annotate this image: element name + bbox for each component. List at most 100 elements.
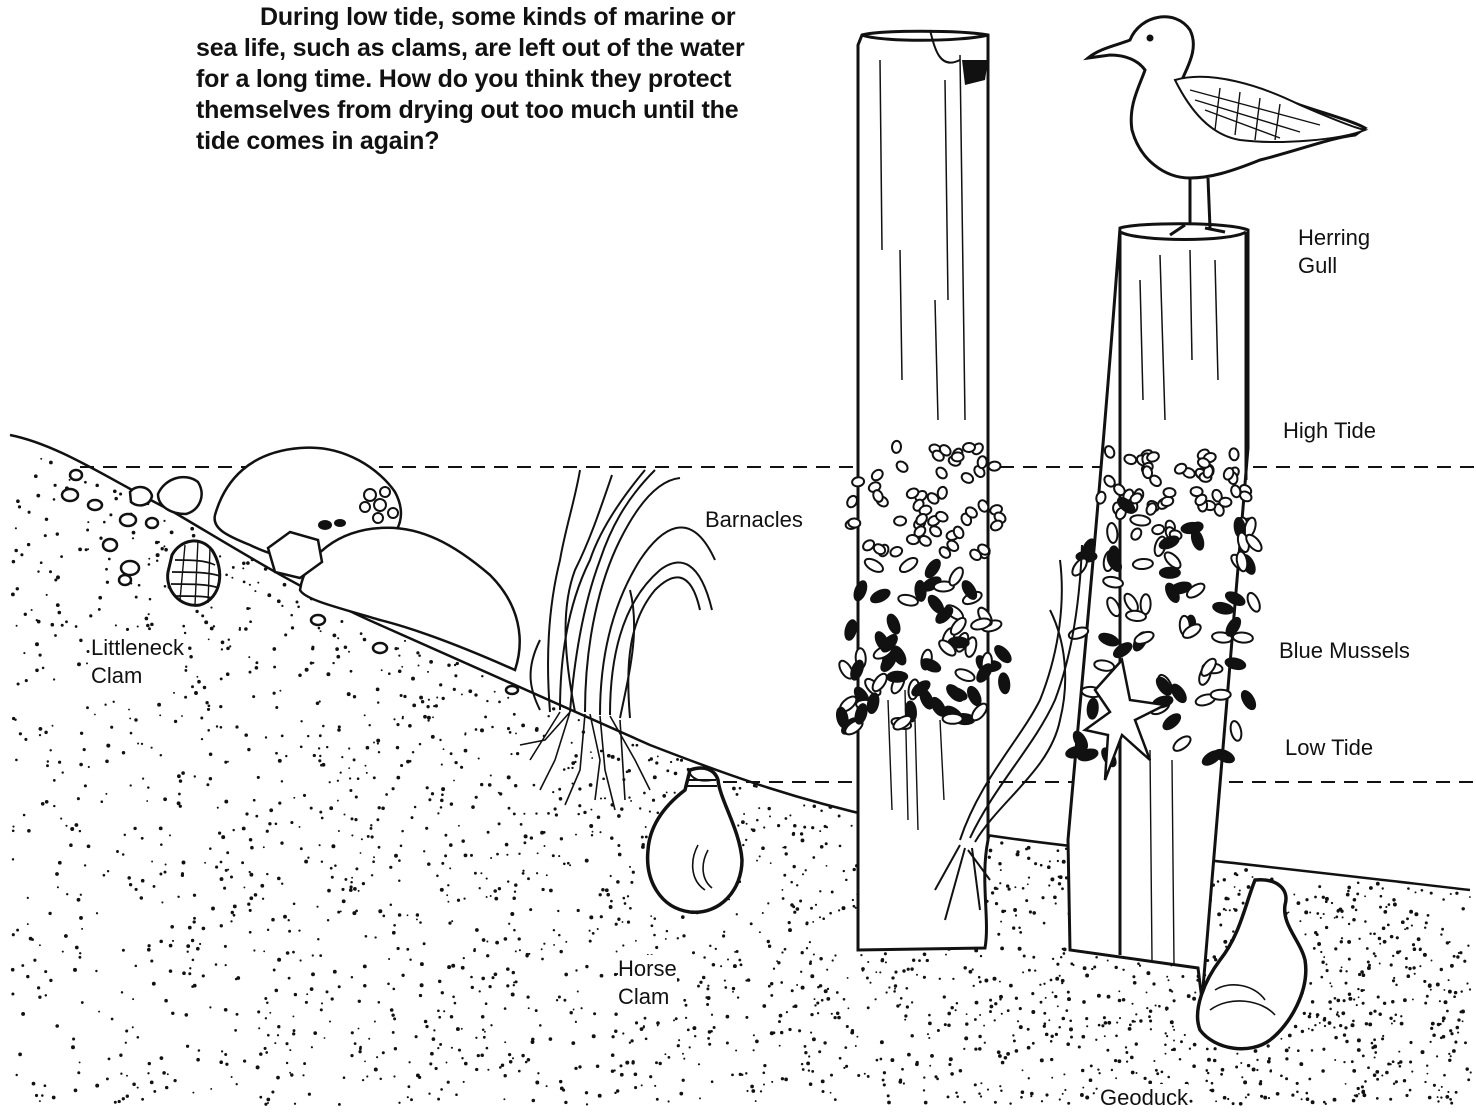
sand-dot — [1306, 1097, 1310, 1101]
sand-dot — [1378, 937, 1381, 940]
sand-dot — [1414, 912, 1418, 916]
sand-dot — [1431, 960, 1433, 962]
sand-dot — [391, 1013, 394, 1016]
sand-dot — [473, 949, 476, 952]
barnacle — [952, 452, 964, 461]
sand-dot — [88, 766, 90, 768]
sand-dot — [699, 1097, 701, 1099]
sand-dot — [370, 824, 372, 826]
sand-dot — [491, 976, 494, 979]
sand-dot — [616, 1089, 619, 1092]
sand-dot — [1364, 1080, 1367, 1083]
sand-dot — [156, 553, 160, 557]
sand-dot — [1469, 988, 1471, 990]
sand-dot — [426, 705, 429, 708]
sand-dot — [376, 739, 380, 743]
sand-dot — [1229, 909, 1231, 911]
label-low-tide: Low Tide — [1285, 734, 1373, 762]
sand-dot — [1341, 1011, 1345, 1015]
sand-dot — [11, 992, 14, 995]
sand-dot — [1050, 979, 1053, 982]
sand-dot — [1328, 1000, 1332, 1004]
sand-dot — [475, 796, 478, 799]
sand-dot — [732, 991, 734, 993]
sand-dot — [711, 1080, 714, 1083]
sand-dot — [1086, 1025, 1088, 1027]
sand-dot — [1426, 1065, 1428, 1067]
sand-dot — [692, 951, 695, 954]
sand-dot — [471, 805, 475, 809]
sand-dot — [1318, 885, 1321, 888]
sand-dot — [381, 669, 383, 671]
sand-dot — [1348, 958, 1351, 961]
sand-dot — [831, 891, 834, 894]
sand-dot — [215, 866, 218, 869]
sand-dot — [192, 1092, 194, 1094]
sand-dot — [75, 625, 78, 628]
sand-dot — [1387, 924, 1390, 927]
sand-dot — [69, 843, 73, 847]
sand-dot — [1304, 910, 1308, 914]
sand-dot — [767, 807, 770, 810]
sand-dot — [1371, 1042, 1374, 1045]
sand-dot — [974, 1018, 977, 1021]
sand-dot — [630, 881, 633, 884]
sand-dot — [1320, 917, 1322, 919]
sand-dot — [197, 680, 201, 684]
sand-dot — [1030, 1095, 1032, 1097]
sand-dot — [843, 870, 845, 872]
sand-dot — [1000, 921, 1002, 923]
sand-dot — [65, 620, 68, 623]
sand-dot — [217, 807, 219, 809]
sand-dot — [1150, 1028, 1152, 1030]
sand-dot — [923, 976, 926, 979]
sand-dot — [329, 781, 331, 783]
sand-dot — [490, 895, 492, 897]
sand-dot — [1367, 966, 1371, 970]
sand-dot — [1134, 1021, 1136, 1023]
sand-dot — [966, 1013, 968, 1015]
sand-dot — [401, 974, 404, 977]
sand-dot — [799, 900, 802, 903]
sand-dot — [578, 787, 581, 790]
sand-dot — [1055, 902, 1057, 904]
sand-dot — [1353, 898, 1357, 902]
sand-dot — [37, 986, 40, 989]
sand-dot — [708, 1043, 711, 1046]
sand-dot — [255, 661, 258, 664]
label-herring-gull: Herring Gull — [1298, 224, 1370, 280]
sand-dot — [62, 771, 64, 773]
sand-dot — [138, 584, 141, 587]
sand-dot — [263, 950, 265, 952]
sand-dot — [1448, 1053, 1450, 1055]
sand-dot — [750, 922, 753, 925]
sand-dot — [513, 929, 516, 932]
sand-dot — [1347, 886, 1351, 890]
sand-dot — [303, 1062, 306, 1065]
sand-dot — [1027, 1028, 1030, 1031]
sand-dot — [277, 877, 281, 881]
sand-dot — [190, 527, 194, 531]
sand-dot — [348, 747, 350, 749]
sand-dot — [577, 990, 579, 992]
sand-dot — [206, 783, 209, 786]
sand-dot — [507, 775, 511, 779]
sand-dot — [837, 1016, 841, 1020]
sand-dot — [541, 888, 544, 891]
sand-dot — [291, 626, 294, 629]
sand-dot — [560, 837, 563, 840]
sand-dot — [1165, 1007, 1169, 1011]
sand-dot — [1412, 966, 1415, 969]
sand-dot — [527, 996, 530, 999]
sand-dot — [1309, 1012, 1312, 1015]
sand-dot — [428, 699, 430, 701]
sand-dot — [1131, 1003, 1133, 1005]
sand-dot — [243, 1060, 246, 1063]
sand-dot — [1376, 1078, 1379, 1081]
sand-dot — [86, 662, 88, 664]
sand-dot — [378, 806, 381, 809]
sand-dot — [1205, 1069, 1208, 1072]
sand-dot — [796, 884, 798, 886]
sand-dot — [607, 754, 611, 758]
sand-dot — [891, 976, 894, 979]
